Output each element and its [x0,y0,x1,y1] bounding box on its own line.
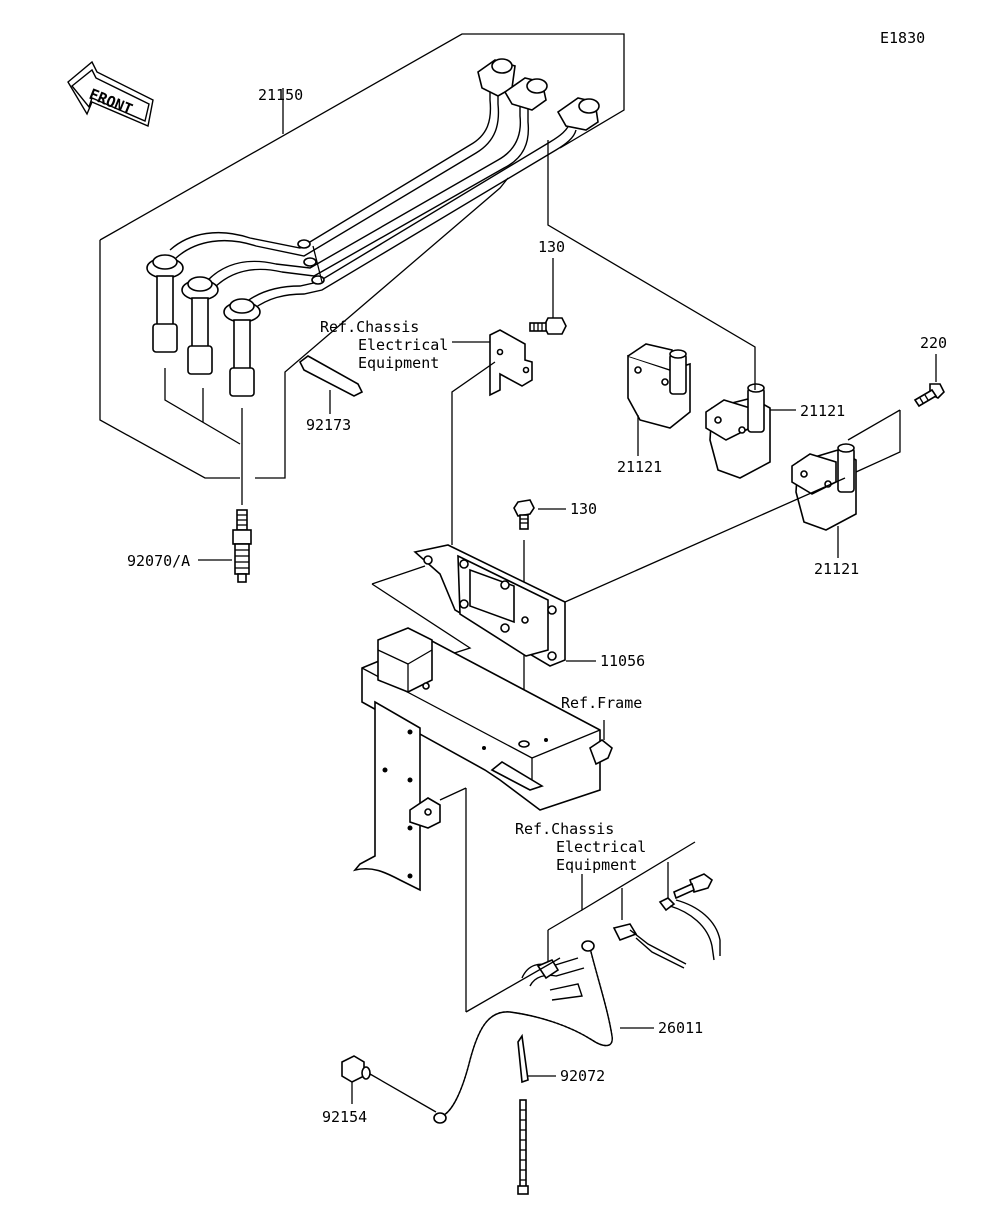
ignition-lead-wires [169,58,600,311]
label-21150: 21150 [258,86,303,104]
diagram-id: E1830 [880,29,925,47]
label-130-upper: 130 [538,238,565,256]
label-130-middle: 130 [570,500,597,518]
ref-chassis-2-line-2: Electrical [556,838,646,856]
label-26011: 26011 [658,1019,703,1037]
label-ref-frame: Ref.Frame [561,694,642,712]
front-arrow-icon: FRONT [67,60,154,127]
label-21121-middle: 21121 [800,402,845,420]
label-92072: 92072 [560,1067,605,1085]
ref-chassis-2-line-1: Ref.Chassis [515,820,614,838]
ref-chassis-1-line-3: Equipment [358,354,439,372]
coil-bracket-11056: 11056 [371,544,645,670]
label-220: 220 [920,334,947,352]
label-92154: 92154 [322,1108,367,1126]
spark-plug: 92070/A [127,509,252,583]
vehicle-frame: Ref.Frame [352,627,642,1012]
label-92070: 92070/A [127,552,190,570]
ref-chassis-2-line-3: Equipment [556,856,637,874]
ground-cable-26011: 26011 [433,940,703,1124]
ignition-lead-group-frame: 21150 [99,33,625,479]
label-11056: 11056 [600,652,645,670]
bolt-130-upper: 130 [529,238,567,335]
spark-plug-caps [146,254,261,505]
ignition-coil-middle: 21121 [547,140,845,479]
ref-chassis-1-line-1: Ref.Chassis [320,318,419,336]
ref-chassis-electrical-2: Ref.Chassis Electrical Equipment [515,820,721,1001]
label-92173: 92173 [306,416,351,434]
ignition-coil-right: 21121 [791,443,859,578]
cable-tie-92072: 92072 [517,1033,605,1195]
ref-chassis-electrical-1: Ref.Chassis Electrical Equipment [320,318,533,545]
front-label: FRONT [87,85,136,119]
label-21121-left: 21121 [617,458,662,476]
ignition-coil-left: 21121 [617,343,691,476]
label-21121-right: 21121 [814,560,859,578]
ref-chassis-1-line-2: Electrical [358,336,448,354]
band-92173: 92173 [298,355,364,434]
bolt-92154: 92154 [322,1055,437,1126]
bolt-220: 220 [564,334,947,603]
